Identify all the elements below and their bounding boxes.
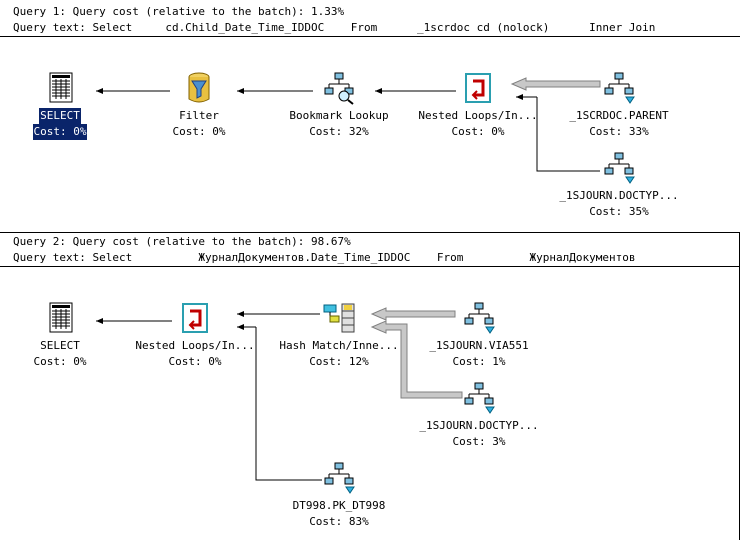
q1-filter-cost: Cost: 0% [172, 125, 226, 138]
query-1-pane: Query 1: Query cost (relative to the bat… [0, 0, 740, 232]
q1-bookmark-label: Bookmark Lookup [289, 109, 389, 122]
q2-hash-label: Hash Match/Inne... [279, 339, 399, 352]
q2-doctyp-cost: Cost: 3% [452, 435, 506, 448]
q2-node-doctyp-index[interactable]: _1SJOURN.DOCTYP... Cost: 3% [414, 381, 544, 450]
q2-nested-label: Nested Loops/In... [135, 339, 255, 352]
q2-edge-pk-nested [255, 327, 322, 481]
q1-parent-cost: Cost: 33% [589, 125, 649, 138]
q1-node-nested-loops[interactable]: Nested Loops/In... Cost: 0% [413, 71, 543, 140]
query-1-header: Query 1: Query cost (relative to the bat… [13, 5, 345, 18]
q2-pk-label: DT998.PK_DT998 [292, 499, 386, 512]
q2-edge-doctyp-hash [370, 320, 463, 399]
q1-node-bookmark-lookup[interactable]: Bookmark Lookup Cost: 32% [274, 71, 404, 140]
q1-doctyp-label: _1SJOURN.DOCTYP... [559, 189, 679, 202]
query-1-text: Query text: Select cd.Child_Date_Time_ID… [13, 21, 656, 34]
index-seek-icon [322, 461, 356, 495]
q2-hash-cost: Cost: 12% [309, 355, 369, 368]
q2-nested-cost: Cost: 0% [168, 355, 222, 368]
q1-select-label: SELECT [39, 108, 81, 124]
query-2-text: Query text: Select ЖурналДокументов.Date… [13, 251, 636, 264]
q2-node-via551-index[interactable]: _1SJOURN.VIA551 Cost: 1% [414, 301, 544, 370]
q2-node-pk-index[interactable]: DT998.PK_DT998 Cost: 83% [274, 461, 404, 530]
filter-funnel-icon [182, 71, 216, 105]
q2-select-label: SELECT [40, 339, 80, 352]
hash-match-icon [322, 301, 356, 335]
q2-node-hash-match[interactable]: Hash Match/Inne... Cost: 12% [274, 301, 404, 370]
query-1-divider [0, 36, 740, 37]
q1-nested-cost: Cost: 0% [451, 125, 505, 138]
select-result-icon [43, 301, 77, 335]
q1-node-filter[interactable]: Filter Cost: 0% [134, 71, 264, 140]
q1-node-parent-index[interactable]: _1SCRDOC.PARENT Cost: 33% [554, 71, 684, 140]
q2-via551-cost: Cost: 1% [452, 355, 506, 368]
q2-node-select[interactable]: SELECT Cost: 0% [0, 301, 125, 370]
index-seek-icon [462, 301, 496, 335]
q2-edge-via551-hash [370, 307, 456, 321]
q1-node-doctyp-index[interactable]: _1SJOURN.DOCTYP... Cost: 35% [554, 151, 684, 220]
query-2-pane: Query 2: Query cost (relative to the bat… [0, 233, 740, 540]
q1-node-select[interactable]: SELECT Cost: 0% [0, 71, 125, 140]
pane-separator [0, 232, 740, 233]
index-seek-icon [602, 71, 636, 105]
nested-loops-icon [178, 301, 212, 335]
q1-bookmark-cost: Cost: 32% [309, 125, 369, 138]
q2-via551-label: _1SJOURN.VIA551 [429, 339, 529, 352]
q2-node-nested-loops[interactable]: Nested Loops/In... Cost: 0% [130, 301, 260, 370]
q2-select-cost: Cost: 0% [33, 355, 87, 368]
query-2-header: Query 2: Query cost (relative to the bat… [13, 235, 351, 248]
q1-parent-label: _1SCRDOC.PARENT [569, 109, 669, 122]
q1-select-cost: Cost: 0% [32, 124, 88, 140]
q2-pk-cost: Cost: 83% [309, 515, 369, 528]
select-result-icon [43, 71, 77, 105]
q2-doctyp-label: _1SJOURN.DOCTYP... [419, 419, 539, 432]
q1-nested-label: Nested Loops/In... [418, 109, 538, 122]
q1-edge-doctyp-nested [536, 97, 600, 172]
nested-loops-icon [461, 71, 495, 105]
q1-filter-label: Filter [179, 109, 219, 122]
q1-doctyp-cost: Cost: 35% [589, 205, 649, 218]
bookmark-lookup-icon [322, 71, 356, 105]
index-seek-icon [602, 151, 636, 185]
q1-edge-parent-nested [510, 77, 601, 91]
index-seek-icon [462, 381, 496, 415]
query-2-divider [0, 266, 740, 267]
